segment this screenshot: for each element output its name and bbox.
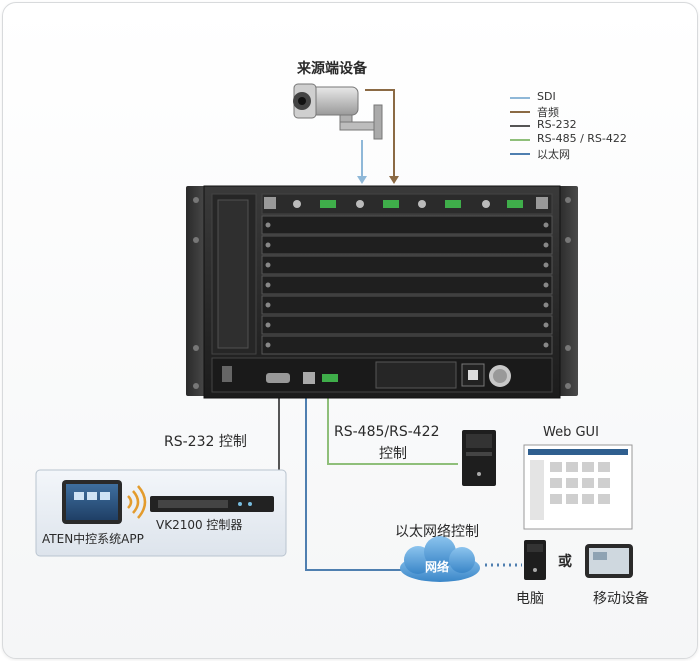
mobile-label: 移动设备 [593,591,649,607]
rs232-control-label: RS-232 控制 [164,434,247,450]
legend-item-rs485: RS-485 / RS-422 [537,132,627,145]
legend-swatch-sdi [510,97,530,99]
legend-swatch-ethernet [510,153,530,155]
or-label: 或 [558,554,572,570]
vk2100-label: VK2100 控制器 [156,518,243,532]
sdi-arrow [357,176,367,184]
rs485-label-line2: 控制 [379,446,407,462]
legend-item-ethernet: 以太网 [537,148,570,161]
computer-label: 电脑 [516,591,544,607]
pc-icon [524,540,546,580]
server-icon [462,430,496,486]
ip-control-label: 以太网络控制 [395,524,479,540]
network-label: 网络 [425,560,450,574]
chassis-device [186,185,578,399]
wifi-icon [127,485,147,519]
legend-item-rs232: RS-232 [537,118,577,131]
source-device-label: 来源端设备 [297,61,367,77]
controller-device [150,496,274,512]
card-slots [261,215,553,355]
legend-swatch-audio [510,111,530,113]
rs485-label-line1: RS-485/RS-422 [334,424,440,440]
legend-swatch-rs485 [510,139,530,141]
web-gui-label: Web GUI [543,425,599,440]
ethernet-line [305,392,405,571]
audio-arrow [389,176,399,184]
cloud-icon [400,536,480,582]
legend-swatch-rs232 [510,125,530,127]
web-gui-window [523,444,633,530]
app-label: ATEN中控系统APP [42,532,144,546]
rs485-line [327,392,458,465]
mobile-icon [585,544,633,578]
audio-line [365,89,395,182]
tablet-icon [62,480,122,524]
camera-icon [293,83,383,140]
legend-item-sdi: SDI [537,90,556,103]
legend-item-audio: 音频 [537,106,559,119]
